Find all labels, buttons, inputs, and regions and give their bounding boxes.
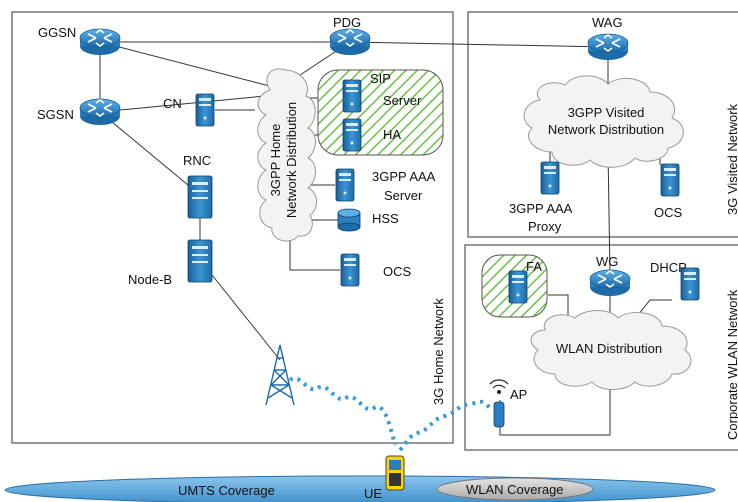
- cell-tower-icon: [265, 344, 295, 406]
- home-network-boundary: [11, 11, 454, 444]
- pdg-router-icon: [329, 28, 371, 56]
- visited-cloud-label-line2: Network Distribution: [548, 122, 664, 137]
- ha-server-icon: [342, 118, 362, 152]
- corporate-network-boundary: [464, 244, 738, 451]
- aaa-proxy-label-line1: 3GPP AAA: [509, 201, 573, 216]
- dhcp-label: DHCP: [650, 260, 687, 275]
- hss-database-icon: [337, 208, 361, 232]
- wlan-cloud: [530, 310, 692, 390]
- umts-radio-link: [288, 376, 397, 446]
- access-point-icon: [489, 379, 509, 428]
- ocs-home-server-icon: [340, 253, 360, 287]
- cn-label: CN: [163, 96, 182, 111]
- wlan-radio-link: [398, 399, 494, 452]
- fa-server-icon: [508, 270, 528, 304]
- hss-label: HSS: [372, 211, 399, 226]
- cn-server-icon: [195, 93, 215, 127]
- wlan-coverage-label: WLAN Coverage: [466, 482, 564, 497]
- umts-coverage-area: [4, 475, 716, 502]
- home-network-title: 3G Home Network: [431, 298, 446, 405]
- fa-label: FA: [526, 259, 542, 274]
- sip-server-label-line2: Server: [383, 93, 422, 108]
- wlan-cloud-label: WLAN Distribution: [556, 341, 662, 356]
- wlan-coverage-area: [436, 477, 594, 501]
- rnc-label: RNC: [183, 153, 211, 168]
- home-cloud-label-line1: 3GPP Home: [268, 124, 283, 197]
- ocs-home-label: OCS: [383, 264, 412, 279]
- sgsn-router-icon: [79, 98, 121, 126]
- visited-network-boundary: [467, 11, 738, 238]
- corporate-network-title: Corporate WLAN Network: [725, 289, 738, 440]
- visited-cloud-label-line1: 3GPP Visited: [568, 105, 645, 120]
- aaa-proxy-server-icon: [540, 161, 560, 195]
- rnc-unit-icon: [187, 175, 213, 219]
- wg-router-icon: [589, 269, 631, 297]
- aaa-server-label-line2: Server: [384, 188, 423, 203]
- wag-label: WAG: [592, 15, 623, 30]
- aaa-server-label-line1: 3GPP AAA: [372, 169, 436, 184]
- aaa-server-icon: [335, 168, 355, 202]
- aaa-proxy-label-line2: Proxy: [528, 219, 562, 234]
- ocs-visited-label: OCS: [654, 205, 683, 220]
- nodeb-unit-icon: [187, 239, 213, 283]
- sip-server-label-line1: SIP: [370, 71, 391, 86]
- pdg-label: PDG: [333, 15, 361, 30]
- ha-label: HA: [383, 127, 401, 142]
- ocs-visited-server-icon: [660, 163, 680, 197]
- ue-label: UE: [364, 486, 382, 501]
- nodeb-label: Node-B: [128, 272, 172, 287]
- ap-label: AP: [510, 387, 527, 402]
- visited-network-cloud: [523, 75, 684, 168]
- ue-device-icon: [385, 455, 405, 491]
- ggsn-label: GGSN: [38, 25, 76, 40]
- sgsn-label: SGSN: [37, 107, 74, 122]
- visited-network-title: 3G Visited Network: [725, 103, 738, 215]
- home-network-cloud: [257, 68, 317, 242]
- home-cloud-label-line2: Network Distribution: [284, 102, 299, 218]
- wg-label: WG: [596, 254, 618, 269]
- ggsn-router-icon: [79, 28, 121, 56]
- umts-coverage-label: UMTS Coverage: [178, 483, 275, 498]
- sip-server-icon: [342, 79, 362, 113]
- wag-router-icon: [587, 33, 629, 61]
